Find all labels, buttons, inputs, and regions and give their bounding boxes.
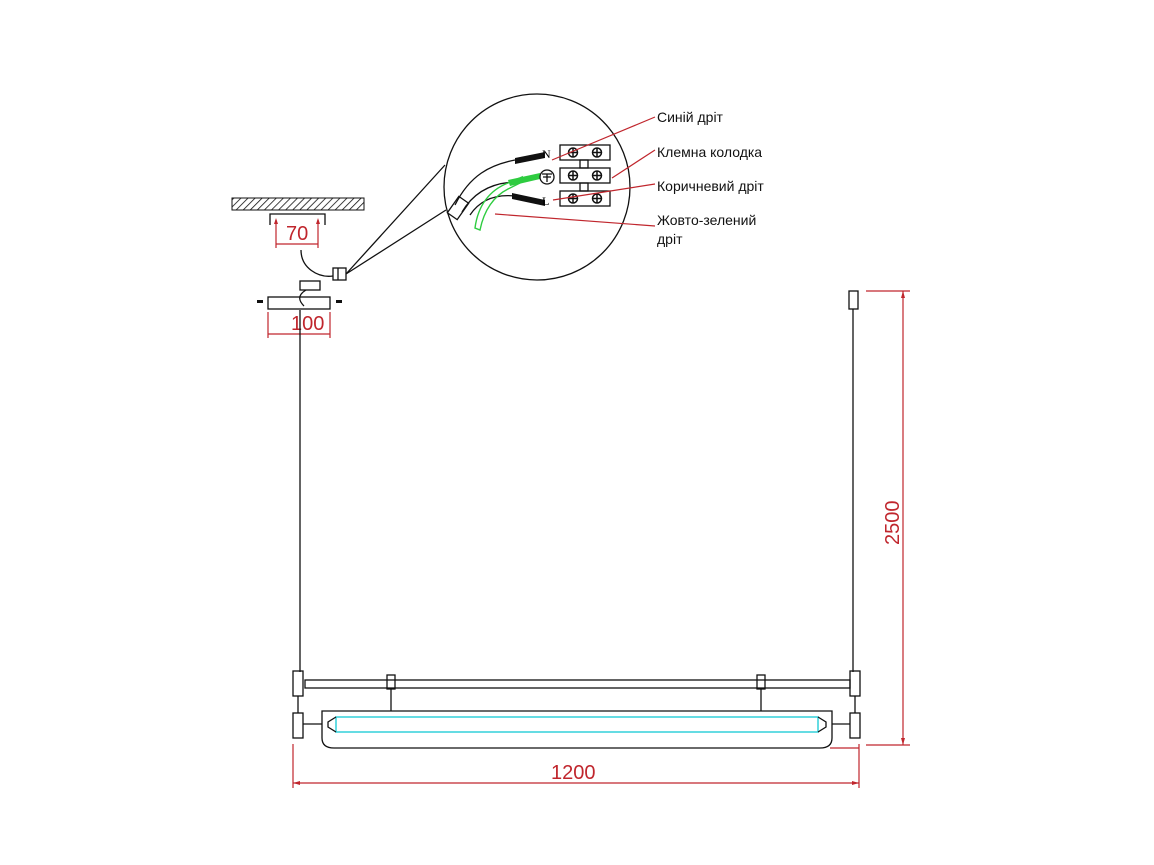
neutral-label: N bbox=[542, 147, 551, 161]
terminal-block-label: Клемна колодка bbox=[657, 144, 762, 160]
earth-icon bbox=[539, 169, 555, 185]
height-dimension: 2500 bbox=[866, 290, 910, 746]
svg-text:2500: 2500 bbox=[882, 501, 904, 546]
length-dimension: 1200 bbox=[292, 744, 860, 788]
yellow-green-wire-label-line2: дріт bbox=[657, 231, 683, 247]
canopy-width-dimension: 100 bbox=[291, 313, 324, 335]
wire-labels: Синій дріт Клемна колодка Коричневий дрі… bbox=[494, 109, 764, 247]
wiring-detail: N L bbox=[443, 93, 631, 281]
ceiling: 70 bbox=[231, 197, 365, 248]
mount-spacing-dimension: 70 bbox=[286, 223, 308, 245]
terminal-block bbox=[559, 144, 611, 207]
suspension-cables bbox=[299, 290, 859, 672]
mounting-bracket: 100 bbox=[257, 249, 347, 338]
callout-lines bbox=[345, 164, 447, 275]
blue-wire-label: Синій дріт bbox=[657, 109, 724, 125]
lamp-fixture bbox=[292, 670, 861, 749]
yellow-green-wire-label: Жовто-зелений bbox=[657, 212, 756, 228]
svg-text:1200: 1200 bbox=[551, 762, 596, 784]
light-tube bbox=[335, 716, 819, 733]
live-label: L bbox=[542, 194, 549, 208]
brown-wire-label: Коричневий дріт bbox=[657, 178, 764, 194]
